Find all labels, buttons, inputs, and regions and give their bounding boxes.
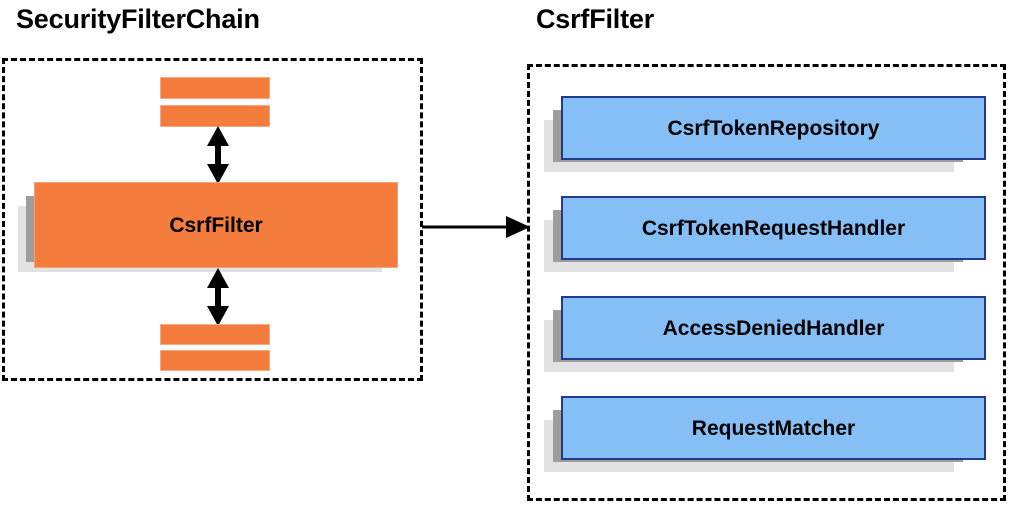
panel-title-csrf-filter: CsrfFilter <box>536 4 655 34</box>
security-filter-chain-group-box <box>2 58 423 381</box>
connector-up-double-arrow <box>207 126 229 184</box>
component-label: CsrfFilter <box>169 213 263 237</box>
component-csrf-token-request-handler[interactable]: CsrfTokenRequestHandler <box>544 196 986 284</box>
component-face[interactable]: CsrfFilter <box>34 182 398 268</box>
filter-slab-top-1 <box>160 77 270 99</box>
component-face[interactable]: CsrfTokenRequestHandler <box>561 196 986 260</box>
component-access-denied-handler[interactable]: AccessDeniedHandler <box>544 296 986 384</box>
filter-slab-top-2 <box>160 105 270 127</box>
component-face[interactable]: CsrfTokenRepository <box>561 96 986 160</box>
connector-expand-arrow <box>422 216 530 238</box>
csrf-filter-group-box <box>527 64 1006 501</box>
component-face[interactable]: RequestMatcher <box>561 396 986 460</box>
component-request-matcher[interactable]: RequestMatcher <box>544 396 986 484</box>
filter-slab-bottom-2 <box>160 350 270 371</box>
component-label: AccessDeniedHandler <box>662 316 885 340</box>
filter-slab-bottom-1 <box>160 324 270 345</box>
component-face[interactable]: AccessDeniedHandler <box>561 296 986 360</box>
component-csrf-filter[interactable]: CsrfFilter <box>18 182 400 290</box>
component-csrf-token-repository[interactable]: CsrfTokenRepository <box>544 96 986 184</box>
component-label: RequestMatcher <box>691 416 856 440</box>
panel-title-security-filter-chain: SecurityFilterChain <box>16 4 260 34</box>
component-label: CsrfTokenRequestHandler <box>641 216 906 240</box>
connector-down-double-arrow <box>207 268 229 326</box>
component-label: CsrfTokenRepository <box>667 116 880 140</box>
